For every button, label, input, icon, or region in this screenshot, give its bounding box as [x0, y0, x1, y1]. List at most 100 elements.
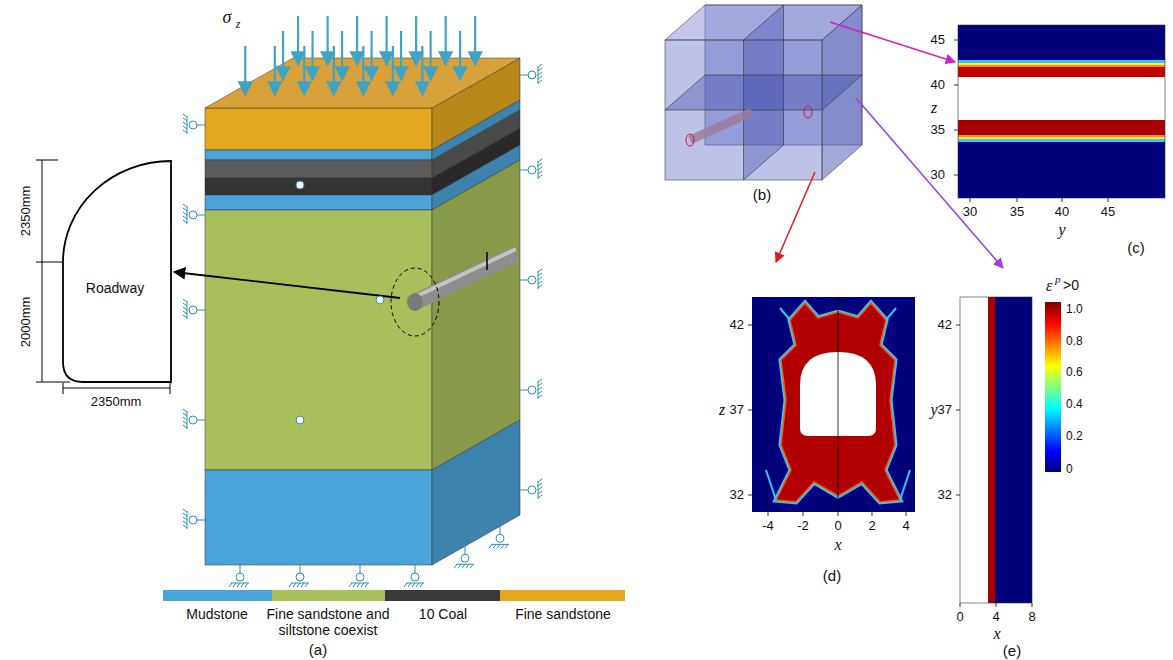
stratum-front — [205, 150, 432, 160]
colorbar — [1045, 302, 1061, 472]
support-hatch — [349, 583, 352, 587]
support-hatch — [538, 479, 542, 482]
contour-spike — [900, 470, 910, 500]
detail-arrow — [174, 272, 400, 298]
load-arrow — [282, 31, 284, 80]
support-hatch — [462, 564, 465, 568]
legend-swatch — [272, 590, 385, 601]
axis-tick — [956, 325, 960, 326]
figure-label: 8 — [1028, 610, 1035, 624]
load-arrow — [392, 46, 394, 95]
figure-label: 30 — [963, 205, 977, 219]
support-hatch — [183, 421, 187, 424]
support-hatch — [183, 303, 187, 306]
support-hatch — [538, 495, 542, 498]
support-roller — [411, 573, 419, 581]
support-hatch — [357, 583, 360, 587]
support-hatch — [538, 285, 542, 288]
stratum-front — [205, 210, 432, 470]
load-arrow — [244, 46, 246, 95]
contour-spike — [886, 308, 896, 320]
support-roller — [528, 486, 536, 494]
load-arrow — [356, 16, 358, 65]
figure-label: 0 — [956, 610, 963, 624]
support-hatch — [183, 204, 187, 207]
support-roller — [189, 121, 197, 129]
figure-label: 0 — [1066, 463, 1073, 476]
figure-label: 4 — [902, 519, 909, 533]
contour-band — [958, 139, 1165, 142]
figure-label: 35 — [1010, 205, 1024, 219]
support-hatch — [538, 387, 542, 390]
support-hatch — [538, 487, 542, 490]
support-hatch — [305, 583, 308, 587]
support-hatch — [183, 220, 187, 223]
load-arrow — [341, 31, 343, 80]
dimension-line — [42, 160, 43, 382]
support-hatch — [538, 273, 542, 276]
support-hatch — [538, 80, 542, 83]
load-arrow — [297, 16, 299, 65]
figure-label: 42 — [938, 318, 952, 332]
contour-plot-c — [954, 25, 1165, 202]
cube-midplane-h — [665, 75, 862, 110]
axis-tick — [960, 603, 961, 607]
support-hatch — [353, 583, 356, 587]
support-hatch — [458, 564, 461, 568]
stratum-front — [205, 178, 432, 195]
support-roller — [376, 296, 384, 304]
axis-tick — [954, 85, 958, 86]
load-arrow — [386, 16, 388, 65]
load-arrow — [303, 46, 305, 95]
symmetry-line — [838, 297, 839, 512]
figure-label: 0.8 — [1066, 335, 1083, 348]
load-arrow — [311, 31, 313, 80]
cube-tunnel-end — [804, 106, 812, 118]
support-link — [197, 520, 205, 521]
support-hatch — [361, 583, 364, 587]
support-hatch — [183, 409, 187, 412]
figure-label: 32 — [938, 488, 952, 502]
figure-label: x — [993, 625, 1000, 643]
dimension-line — [36, 262, 62, 263]
roadway-face — [407, 293, 423, 311]
legend-text: Mudstone — [186, 606, 247, 622]
support-hatch — [233, 583, 236, 587]
figure-label: -4 — [762, 519, 774, 533]
support-hatch — [538, 379, 542, 382]
support-hatch — [420, 583, 423, 587]
figure-label: p — [1055, 273, 1061, 285]
axis-tick — [748, 325, 752, 326]
roadway-void — [960, 297, 988, 603]
load-arrow — [421, 46, 423, 95]
pointer-arrow — [776, 172, 815, 262]
figure-label: (c) — [1127, 240, 1145, 257]
strata-model — [174, 58, 520, 565]
support-roller — [189, 516, 197, 524]
axis-tick — [838, 512, 839, 516]
figure-label: 2 — [868, 519, 875, 533]
figure-label: 45 — [931, 33, 945, 47]
stratum-front — [205, 470, 432, 565]
support-hatch — [538, 483, 542, 486]
legend-text: Fine sandstone — [515, 606, 611, 622]
figure-label: (b) — [753, 187, 771, 204]
roadway-outline-path — [63, 161, 171, 382]
support-link — [465, 546, 466, 554]
axis-tick — [954, 130, 958, 131]
legend-text: 10 Coal — [419, 606, 467, 622]
stratum-front — [205, 195, 432, 210]
axis-tick — [954, 175, 958, 176]
support-hatch — [241, 583, 244, 587]
figure-label: 0.6 — [1066, 366, 1083, 379]
contour-band — [958, 135, 1165, 137]
plot-ground — [960, 297, 1032, 603]
figure-label: x — [834, 536, 841, 554]
support-link — [197, 125, 205, 126]
figure-label: z — [236, 18, 241, 31]
support-hatch — [183, 413, 187, 416]
support-hatch — [293, 583, 296, 587]
support-roller — [528, 276, 536, 284]
figure-label: 1.0 — [1066, 303, 1083, 316]
